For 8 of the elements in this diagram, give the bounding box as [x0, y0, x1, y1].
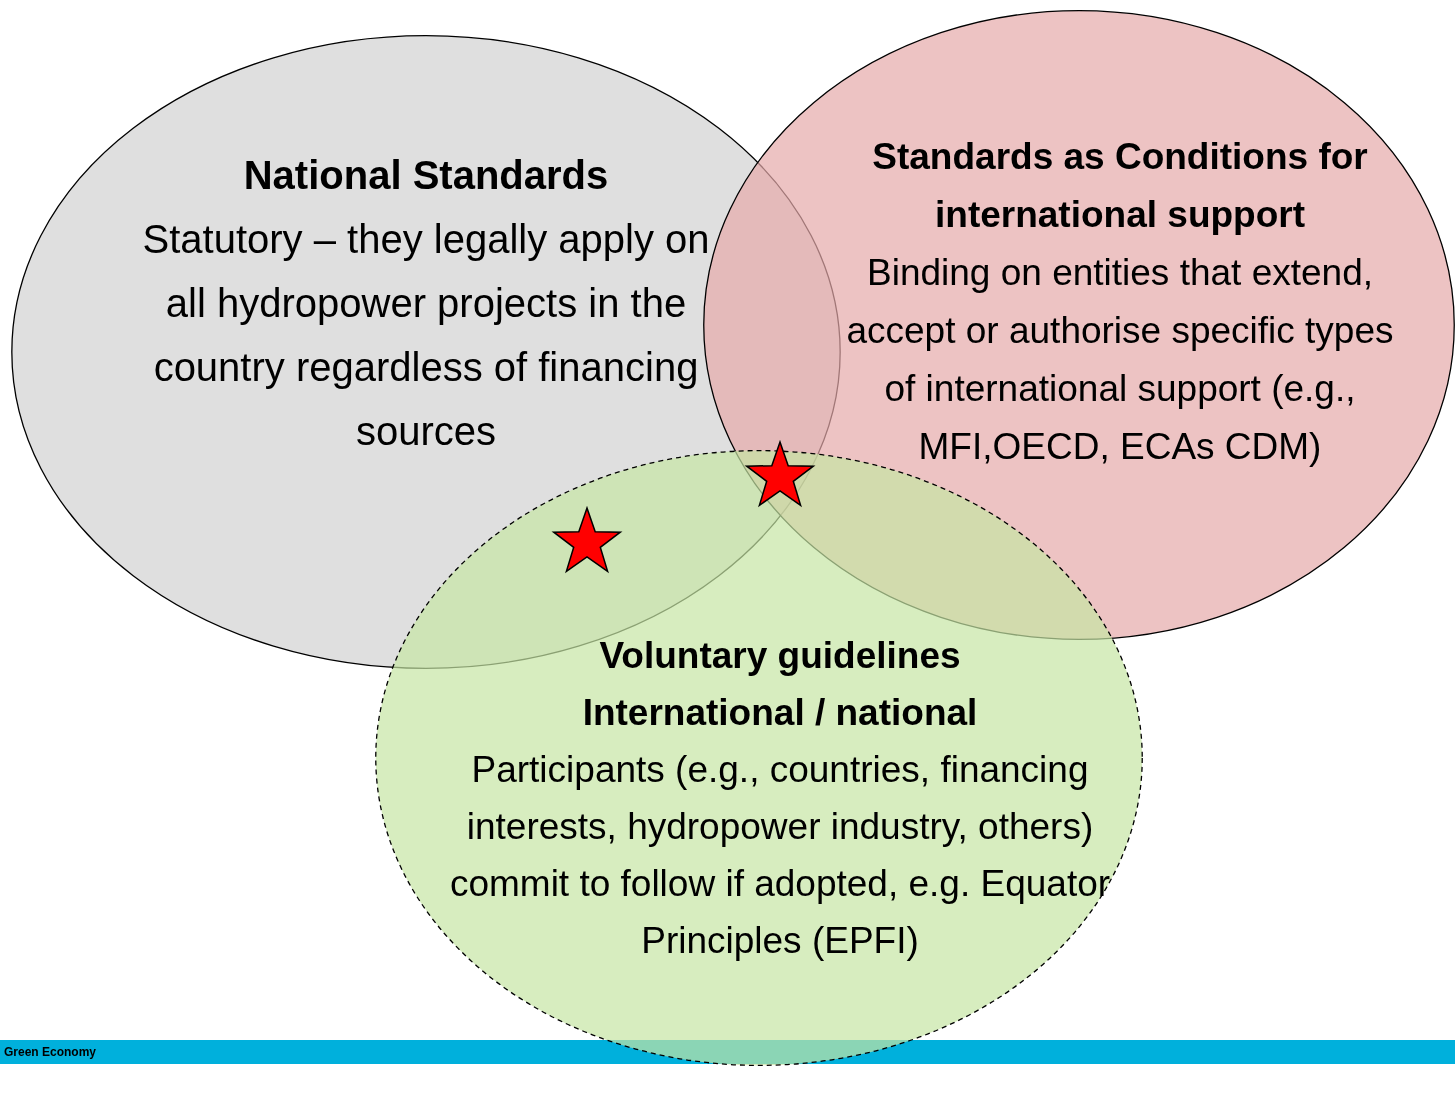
footer-text: Green Economy [4, 1045, 97, 1059]
ellipse-heading: International / national [582, 691, 978, 735]
ellipse-description: Statutory – they legally apply on all hydropower projects in the country regardless of financing sources [141, 216, 711, 455]
ellipse-heading: Standards as Conditions for international support [871, 135, 1369, 237]
ellipse-heading: Voluntary guidelines [599, 634, 961, 678]
ellipse-description: Binding on entities that extend, accept or authorise specific types of international support (e.g., MFI,OECD, ECAs CDM) [845, 251, 1395, 469]
ellipse-heading: National Standards [243, 152, 609, 199]
ellipse-description: Participants (e.g., countries, financing interests, hydropower industry, others) commit to follow if adopted, e.g. Equator Principles (EPFI) [448, 748, 1112, 963]
